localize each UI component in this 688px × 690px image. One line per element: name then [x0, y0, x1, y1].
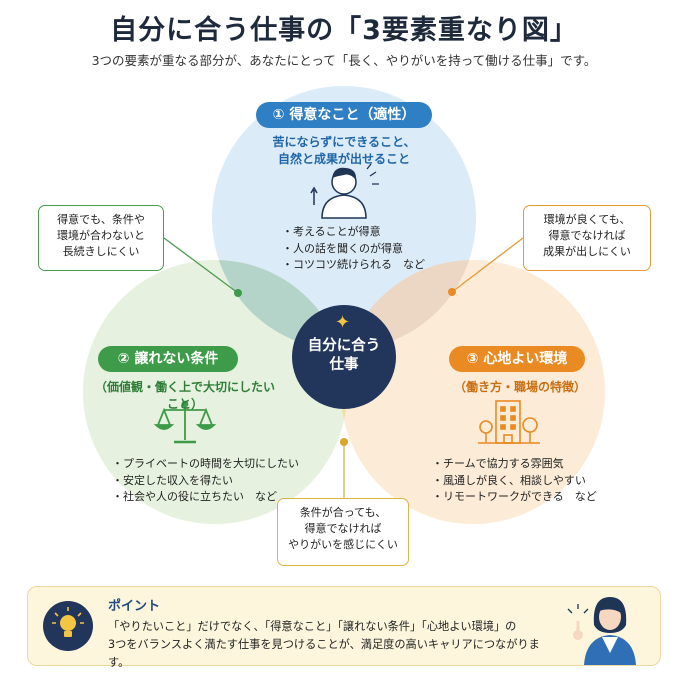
list-item: 安定した収入を得たい: [112, 473, 299, 490]
list-item: リモートワークができる など: [432, 489, 597, 506]
circle-sub-environment: （働き方・職場の特徴）: [453, 380, 586, 394]
callout-aptitude-environment: 環境が良くても、 得意でなければ 成果が出しにくい: [523, 205, 651, 271]
woman-pointing-icon: [567, 597, 636, 665]
callout-aptitude-conditions: 得意でも、条件や 環境が合わないと 長続きしにくい: [38, 205, 164, 271]
list-item: プライベートの時間を大切にしたい: [112, 456, 299, 473]
callout-line: やりがいを感じにくい: [288, 538, 398, 551]
overlap-aptitude-environment: [341, 260, 476, 350]
circle-label-conditions: ② 譲れない条件: [98, 346, 238, 372]
conditions-list: プライベートの時間を大切にしたい 安定した収入を得たい 社会や人の役に立ちたい …: [112, 456, 299, 506]
callout-dot-green: [234, 289, 242, 297]
callout-dot-orange: [448, 288, 456, 296]
center-ideal-job: ✦ 自分に合う 仕事: [292, 305, 396, 409]
callout-line: 得意でも、条件や: [57, 213, 145, 226]
circle-sub-aptitude: 苦にならずにできること、 自然と成果が出せること: [244, 134, 444, 168]
circle-label-environment: ③ 心地よい環境: [449, 346, 585, 372]
person-pointing-icon: [310, 163, 379, 219]
callout-line: 環境が良くても、: [543, 213, 631, 226]
sparkle-icon: ✦: [335, 312, 351, 333]
aptitude-list: 考えることが得意 人の話を聞くのが得意 コツコツ続けられる など: [282, 224, 425, 274]
list-item: 社会や人の役に立ちたい など: [112, 489, 299, 506]
center-line-1: 自分に合う: [307, 338, 381, 354]
scale-icon: [153, 400, 217, 444]
callout-line: 得意でなければ: [548, 229, 626, 242]
callout-conditions-environment: 条件が合っても、 得意でなければ やりがいを感じにくい: [277, 498, 409, 566]
callout-line: 環境が合わないと: [57, 229, 145, 242]
list-item: コツコツ続けられる など: [282, 257, 425, 274]
page-title: 自分に合う仕事の「3要素重なり図」: [110, 15, 578, 46]
aptitude-sub-line-2: 自然と成果が出せること: [277, 152, 410, 166]
point-title: ポイント: [108, 599, 161, 614]
point-line-2: 3つをバランスよく満たす仕事を見つけることが、満足度の高いキャリアにつながります…: [108, 638, 540, 669]
callout-line: 長続きしにくい: [62, 245, 140, 258]
environment-list: チームで協力する雰囲気 風通しが良く、相談しやすい リモートワークができる など: [432, 456, 597, 506]
overlap-aptitude-conditions: [212, 260, 347, 350]
center-line-2: 仕事: [329, 357, 359, 373]
circle-label-aptitude: ① 得意なこと（適性）: [256, 102, 432, 128]
callout-line: 得意でなければ: [304, 522, 382, 535]
aptitude-sub-line-1: 苦にならずにできること、: [272, 135, 416, 149]
list-item: 風通しが良く、相談しやすい: [432, 473, 597, 490]
point-line-1: 「やりたいこと」だけでなく、「得意なこと」「譲れない条件」「心地よい環境」の: [108, 620, 517, 633]
callout-line: 条件が合っても、: [299, 506, 387, 519]
list-item: チームで協力する雰囲気: [432, 456, 597, 473]
point-box: ポイント 「やりたいこと」だけでなく、「得意なこと」「譲れない条件」「心地よい環…: [27, 586, 661, 669]
tree-icon: [478, 417, 540, 444]
list-item: 人の話を聞くのが得意: [282, 241, 425, 258]
list-item: 考えることが得意: [282, 224, 425, 241]
page-subtitle: 3つの要素が重なる部分が、あなたにとって「長く、やりがいを持って働ける仕事」です…: [91, 53, 597, 68]
point-text: 「やりたいこと」だけでなく、「得意なこと」「譲れない条件」「心地よい環境」の 3…: [108, 618, 558, 672]
circle-sub-conditions: （価値観・働く上で大切にしたいこと）: [94, 380, 275, 411]
callout-dot-yellow: [340, 438, 348, 446]
lightbulb-icon: [43, 601, 93, 651]
callout-line: 成果が出しにくい: [543, 245, 631, 258]
